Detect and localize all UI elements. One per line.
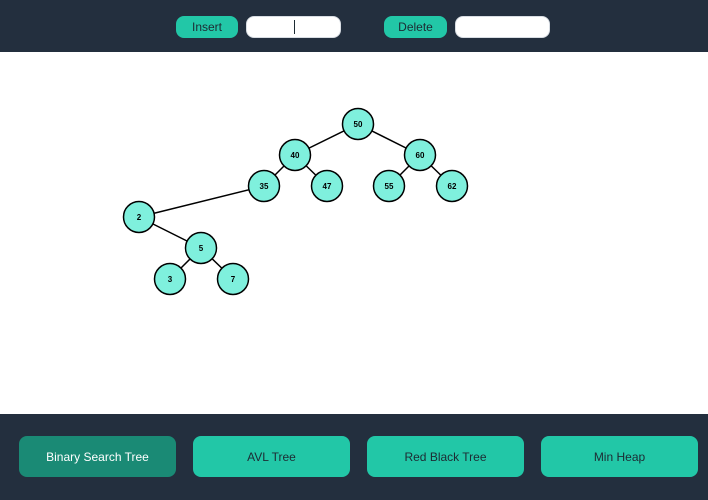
tree-node-5[interactable]: 5 <box>184 231 218 265</box>
tree-node-value: 62 <box>448 182 457 191</box>
tree-node-62[interactable]: 62 <box>435 169 469 203</box>
insert-button[interactable]: Insert <box>176 16 238 38</box>
tree-node-circle <box>247 169 281 203</box>
tab-binary-search-tree[interactable]: Binary Search Tree <box>19 436 176 477</box>
tree-node-circle <box>278 138 312 172</box>
tree-node-value: 7 <box>231 275 236 284</box>
tree-node-50[interactable]: 50 <box>341 107 375 141</box>
tree-node-value: 35 <box>260 182 269 191</box>
tree-node-60[interactable]: 60 <box>403 138 437 172</box>
delete-input[interactable] <box>455 16 550 38</box>
tree-node-value: 55 <box>385 182 394 191</box>
tree-node-2[interactable]: 2 <box>122 200 156 234</box>
tree-node-value: 40 <box>291 151 300 160</box>
tree-node-40[interactable]: 40 <box>278 138 312 172</box>
tree-node-55[interactable]: 55 <box>372 169 406 203</box>
tree-node-7[interactable]: 7 <box>216 262 250 296</box>
tree-node-value: 3 <box>168 275 173 284</box>
tree-node-value: 5 <box>199 244 204 253</box>
tree-node-47[interactable]: 47 <box>310 169 344 203</box>
structure-tabs-bar: Binary Search Tree AVL Tree Red Black Tr… <box>0 414 708 500</box>
tree-node-circle <box>435 169 469 203</box>
tree-node-circle <box>184 231 218 265</box>
tree-node-circle <box>122 200 156 234</box>
tree-node-circle <box>153 262 187 296</box>
tree-node-circle <box>372 169 406 203</box>
text-cursor <box>294 20 295 34</box>
tree-nodes: 50 40 60 35 47 55 62 2 5 3 7 <box>122 107 469 296</box>
insert-input[interactable] <box>246 16 341 38</box>
tab-min-heap[interactable]: Min Heap <box>541 436 698 477</box>
top-toolbar: Insert Delete <box>0 0 708 52</box>
tree-node-value: 50 <box>354 120 363 129</box>
tree-node-circle <box>403 138 437 172</box>
tree-node-value: 2 <box>137 213 142 222</box>
tree-node-circle <box>310 169 344 203</box>
tree-node-35[interactable]: 35 <box>247 169 281 203</box>
tree-node-circle <box>216 262 250 296</box>
tree-node-value: 47 <box>323 182 332 191</box>
tab-red-black-tree[interactable]: Red Black Tree <box>367 436 524 477</box>
tree-edge-n35-n2 <box>138 185 265 218</box>
tree-node-3[interactable]: 3 <box>153 262 187 296</box>
delete-button[interactable]: Delete <box>384 16 447 38</box>
tab-avl-tree[interactable]: AVL Tree <box>193 436 350 477</box>
tree-node-circle <box>341 107 375 141</box>
tree-visualization: 50 40 60 35 47 55 62 2 5 3 7 <box>122 107 469 296</box>
tree-canvas: 50 40 60 35 47 55 62 2 5 3 7 <box>0 52 708 414</box>
tree-node-value: 60 <box>416 151 425 160</box>
